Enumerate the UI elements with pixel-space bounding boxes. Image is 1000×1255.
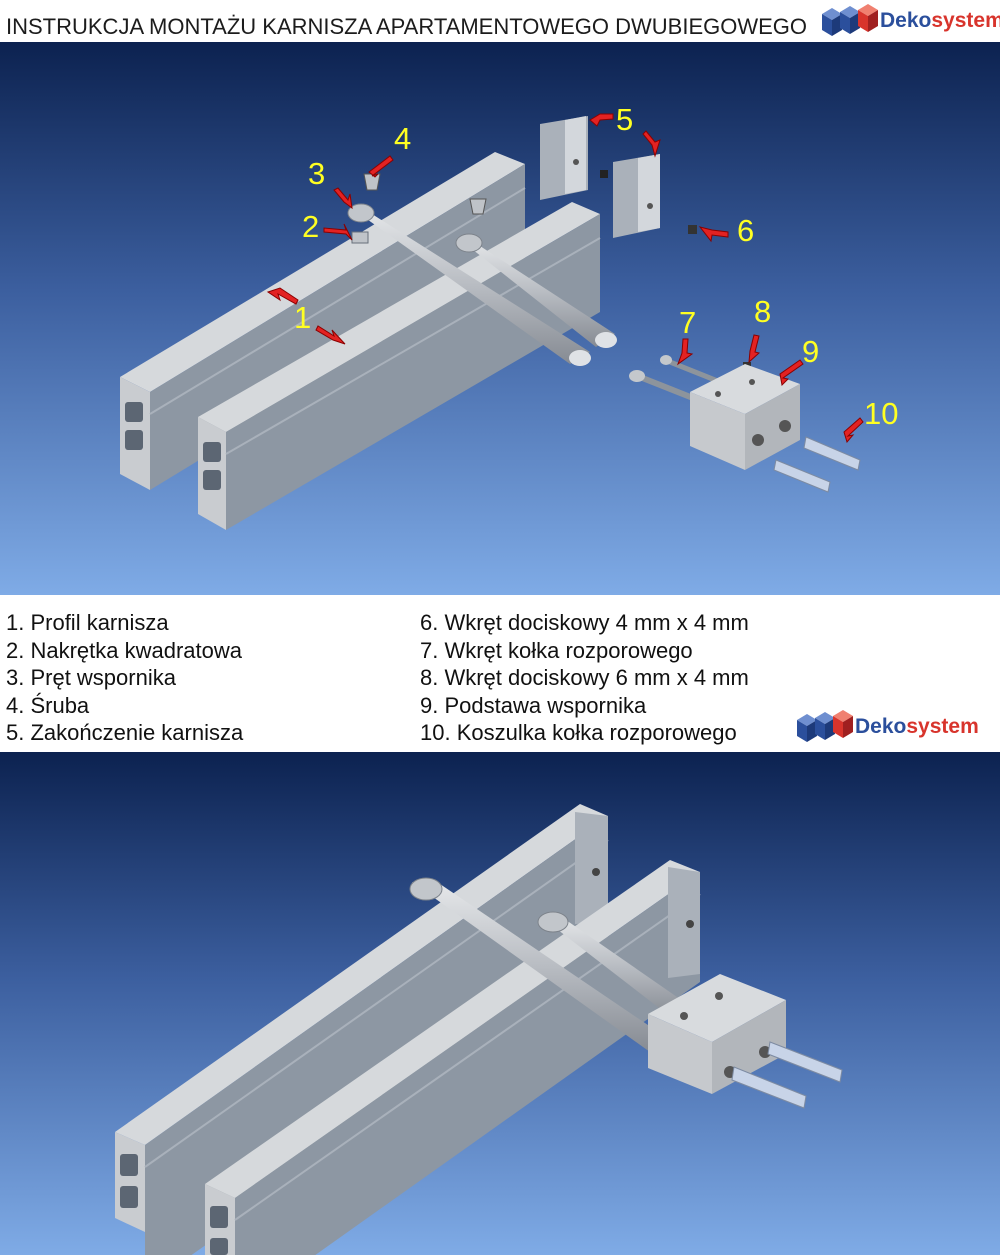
callout-1: 1 [294, 300, 311, 335]
callout-5: 5 [616, 102, 633, 137]
callout-8: 8 [754, 294, 771, 329]
callout-7: 7 [679, 305, 696, 340]
callout-10: 10 [864, 396, 898, 431]
logo-cubes-icon [822, 4, 878, 36]
legend-item: 3. Pręt wspornika [6, 665, 176, 690]
exploded-view-panel: 1 2 3 4 5 6 7 8 9 10 [0, 42, 1000, 595]
bracket-rods [409, 877, 690, 1052]
legend-item: 9. Podstawa wspornika [420, 692, 647, 718]
bracket-rods [347, 203, 617, 366]
legend-item: 6. Wkręt dociskowy 4 mm x 4 mm [420, 610, 749, 635]
logo-text-system: system [931, 9, 1000, 32]
legend-item: 7. Wkręt kołka rozporowego [420, 637, 693, 663]
callout-6: 6 [737, 213, 754, 248]
bracket-base [648, 974, 786, 1094]
logo-text-deko: Deko [855, 715, 907, 738]
legend-item: 10. Koszulka kołka rozporowego [420, 720, 737, 745]
bracket-base [690, 364, 800, 470]
legend-item: 2. Nakrętka kwadratowa [6, 637, 242, 663]
wall-anchors [773, 436, 861, 493]
wall-anchors [731, 1041, 843, 1109]
callout-4: 4 [394, 121, 411, 156]
legend-right: 6. Wkręt dociskowy 4 mm x 4 mm 7. Wkręt … [420, 609, 749, 747]
logo-text-deko: Deko [880, 9, 932, 32]
page-title: INSTRUKCJA MONTAŻU KARNISZA APARTAMENTOW… [6, 14, 808, 39]
legend-left: 1. Profil karnisza 2. Nakrętka kwadratow… [6, 609, 243, 747]
set-screw-small [688, 225, 697, 234]
square-nut [351, 231, 369, 244]
legend-item: 8. Wkręt dociskowy 6 mm x 4 mm [420, 665, 749, 690]
bolts [363, 173, 487, 215]
callout-arrows [266, 113, 864, 444]
callout-2: 2 [302, 209, 319, 244]
callout-3: 3 [308, 156, 325, 191]
callout-9: 9 [802, 334, 819, 369]
legend-item: 1. Profil karnisza [6, 610, 169, 635]
legend-item: 4. Śruba [6, 692, 90, 718]
assembled-view-panel [0, 752, 1000, 1255]
logo-cubes-icon [797, 710, 853, 742]
logo-text-system: system [906, 715, 979, 738]
end-caps [540, 116, 660, 238]
legend-item: 5. Zakończenie karnisza [6, 720, 244, 745]
rail-profile-front [205, 860, 701, 1255]
